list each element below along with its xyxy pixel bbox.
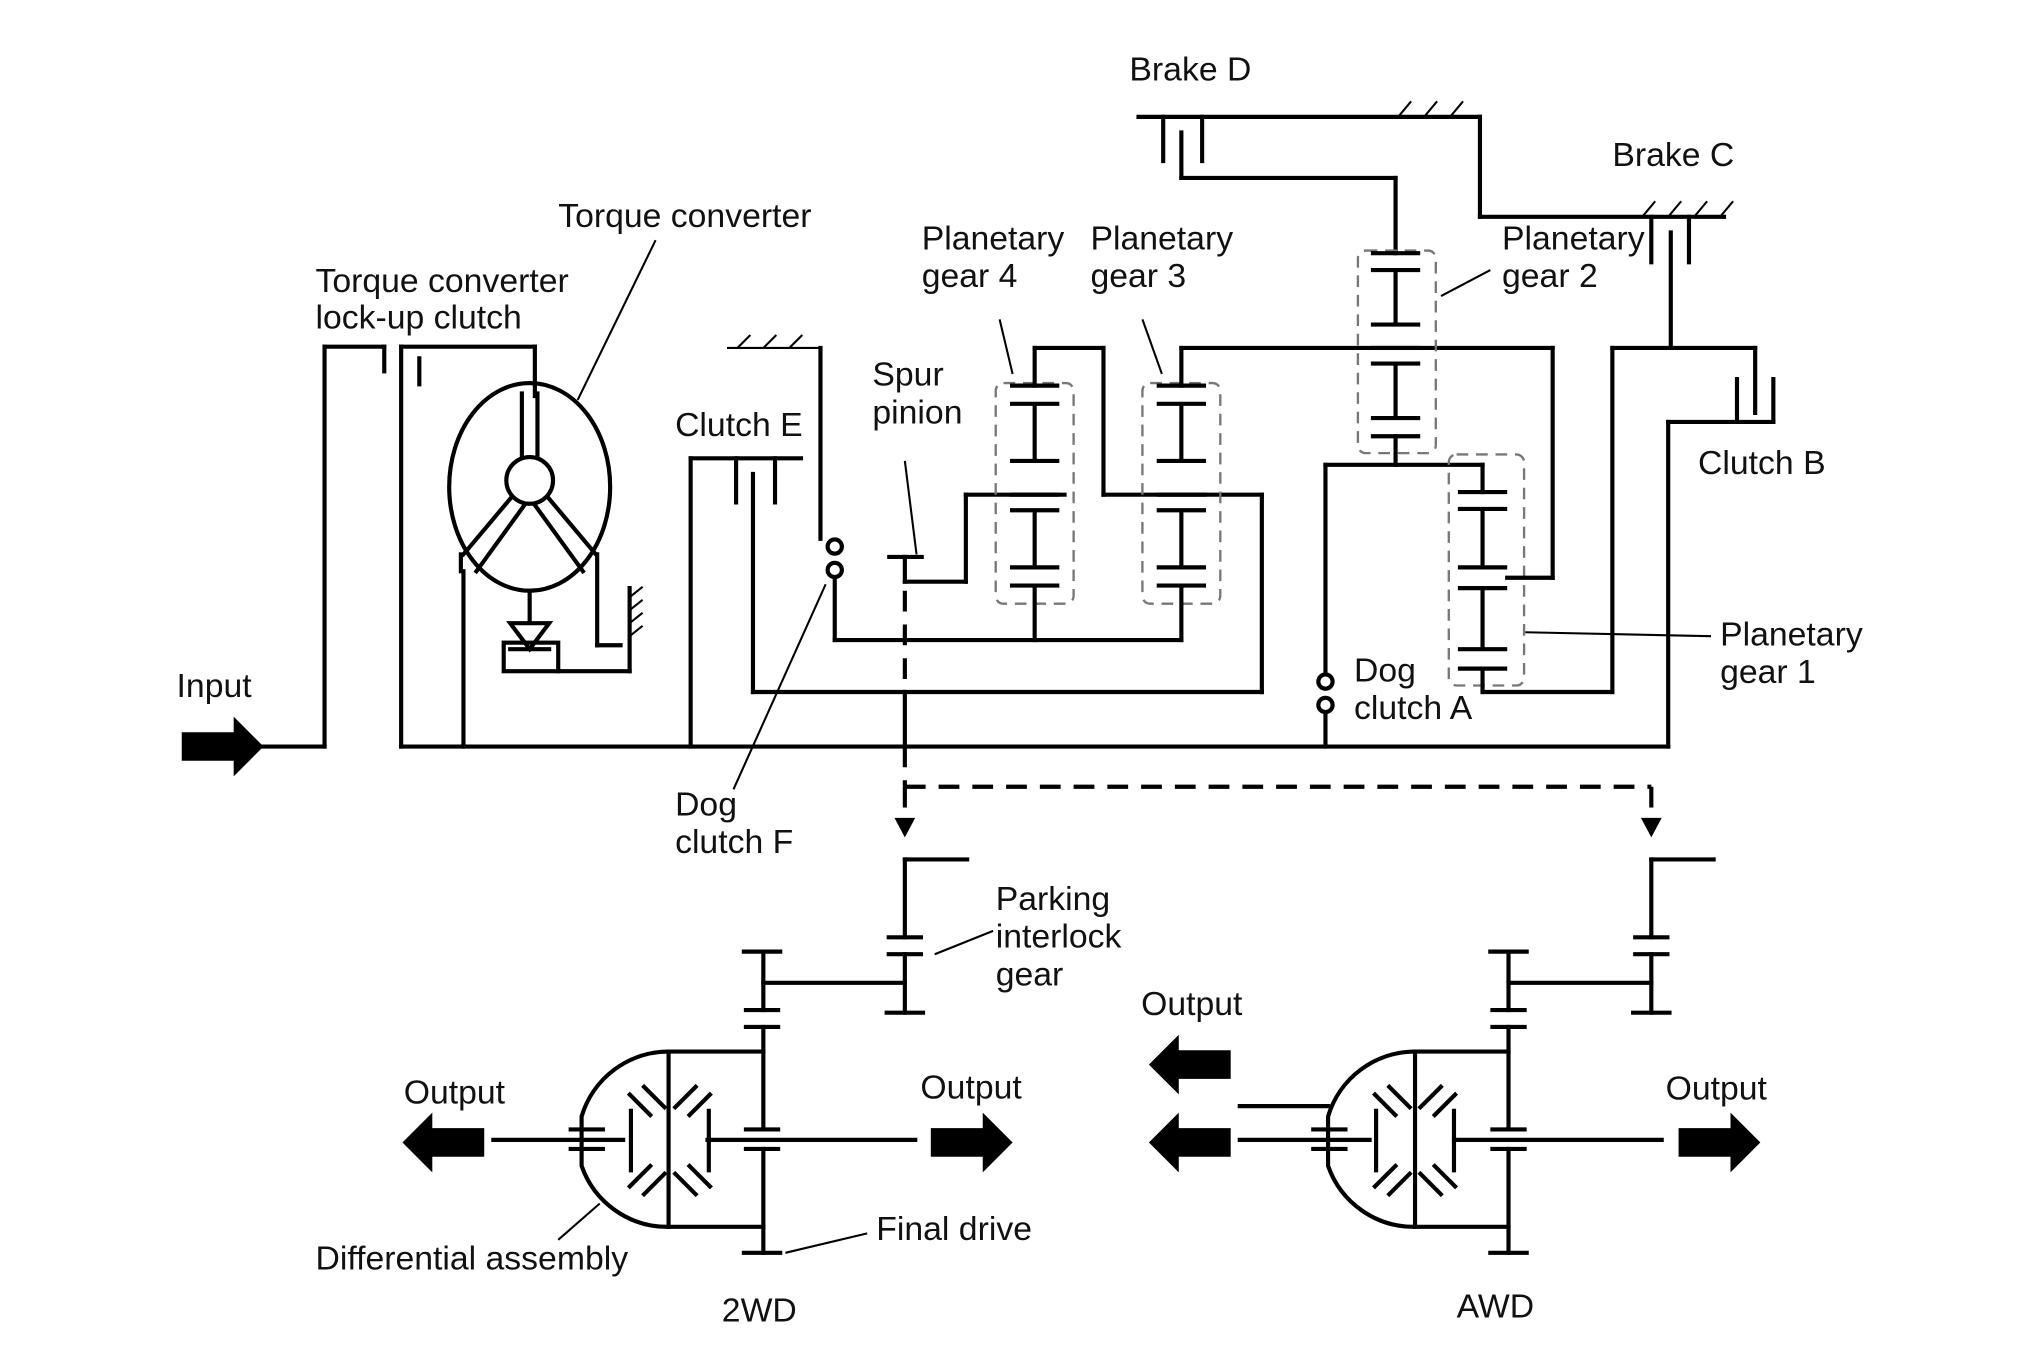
lockup-clutch [399,344,537,749]
differential-assembly-awd [1237,1049,1664,1229]
output-arrow-2wd-right [930,1112,1013,1173]
label-parking-interlock-gear-line2: interlock [996,918,1122,956]
label-output-2wd-left: Output [404,1074,506,1112]
planetary-gear-4 [994,345,1264,643]
output-arrow-awd-lower [1148,1112,1231,1173]
input-shaft [261,344,387,749]
label-planetary-gear-3-line2: gear 3 [1090,257,1186,295]
label-planetary-gear-2-line1: Planetary [1502,219,1645,257]
brake-c [1477,114,1734,351]
label-input: Input [177,667,253,705]
label-2wd: 2WD [722,1292,797,1330]
label-parking-interlock-gear-line3: gear [996,955,1064,993]
leader-lines [557,239,1712,1254]
output-arrow-awd-upper [1148,1034,1231,1095]
label-spur-pinion-line1: Spur [872,356,943,394]
planetary-gear-1 [1447,345,1615,695]
label-output-2wd-right: Output [920,1068,1022,1106]
planetary-gear-2 [1323,249,1485,467]
parking-interlock-gear-awd [1506,857,1716,1015]
final-drive-awd [1488,949,1529,1255]
label-brake-c: Brake C [1612,136,1734,174]
label-planetary-gear-2-line2: gear 2 [1502,257,1598,295]
dog-clutch-a [1316,462,1335,749]
spur-pinion [887,492,1662,838]
input-arrow [181,716,264,777]
label-planetary-gear-1-line1: Planetary [1720,615,1863,653]
label-lockup-clutch-line1: Torque converter [315,262,568,300]
label-torque-converter: Torque converter [558,197,811,235]
dog-clutch-f [726,334,1184,643]
label-planetary-gear-1-line2: gear 1 [1720,653,1816,691]
label-dog-clutch-f-line1: Dog [675,785,737,823]
label-final-drive: Final drive [876,1210,1032,1248]
clutch-e [688,456,1264,749]
label-differential-assembly: Differential assembly [315,1240,628,1278]
label-dog-clutch-a-line2: clutch A [1354,689,1473,727]
label-planetary-gear-3-line1: Planetary [1090,219,1233,257]
output-arrow-2wd-left [402,1112,485,1173]
label-clutch-e: Clutch E [675,406,803,444]
differential-assembly-2wd [491,1049,918,1229]
label-planetary-gear-4-line2: gear 4 [922,257,1018,295]
parking-interlock-gear-2wd [761,857,970,1015]
label-parking-interlock-gear-line1: Parking [996,880,1110,918]
label-lockup-clutch-line2: lock-up clutch [315,298,521,336]
label-output-awd-right: Output [1666,1070,1768,1108]
label-dog-clutch-a-line1: Dog [1354,652,1416,690]
label-awd: AWD [1457,1288,1535,1326]
label-spur-pinion-line2: pinion [872,393,962,431]
clutch-b [1610,345,1776,749]
brake-d [1136,100,1483,256]
label-clutch-b: Clutch B [1698,444,1826,482]
torque-converter [447,344,623,749]
label-planetary-gear-4-line1: Planetary [922,219,1065,257]
stator-one-way-clutch [501,586,644,674]
label-brake-d: Brake D [1129,51,1251,89]
label-dog-clutch-f-line2: clutch F [675,823,793,861]
output-arrow-awd-right [1678,1112,1761,1173]
final-drive-2wd [741,949,783,1255]
label-output-awd-top: Output [1141,985,1243,1023]
planetary-gear-3 [1141,345,1555,695]
